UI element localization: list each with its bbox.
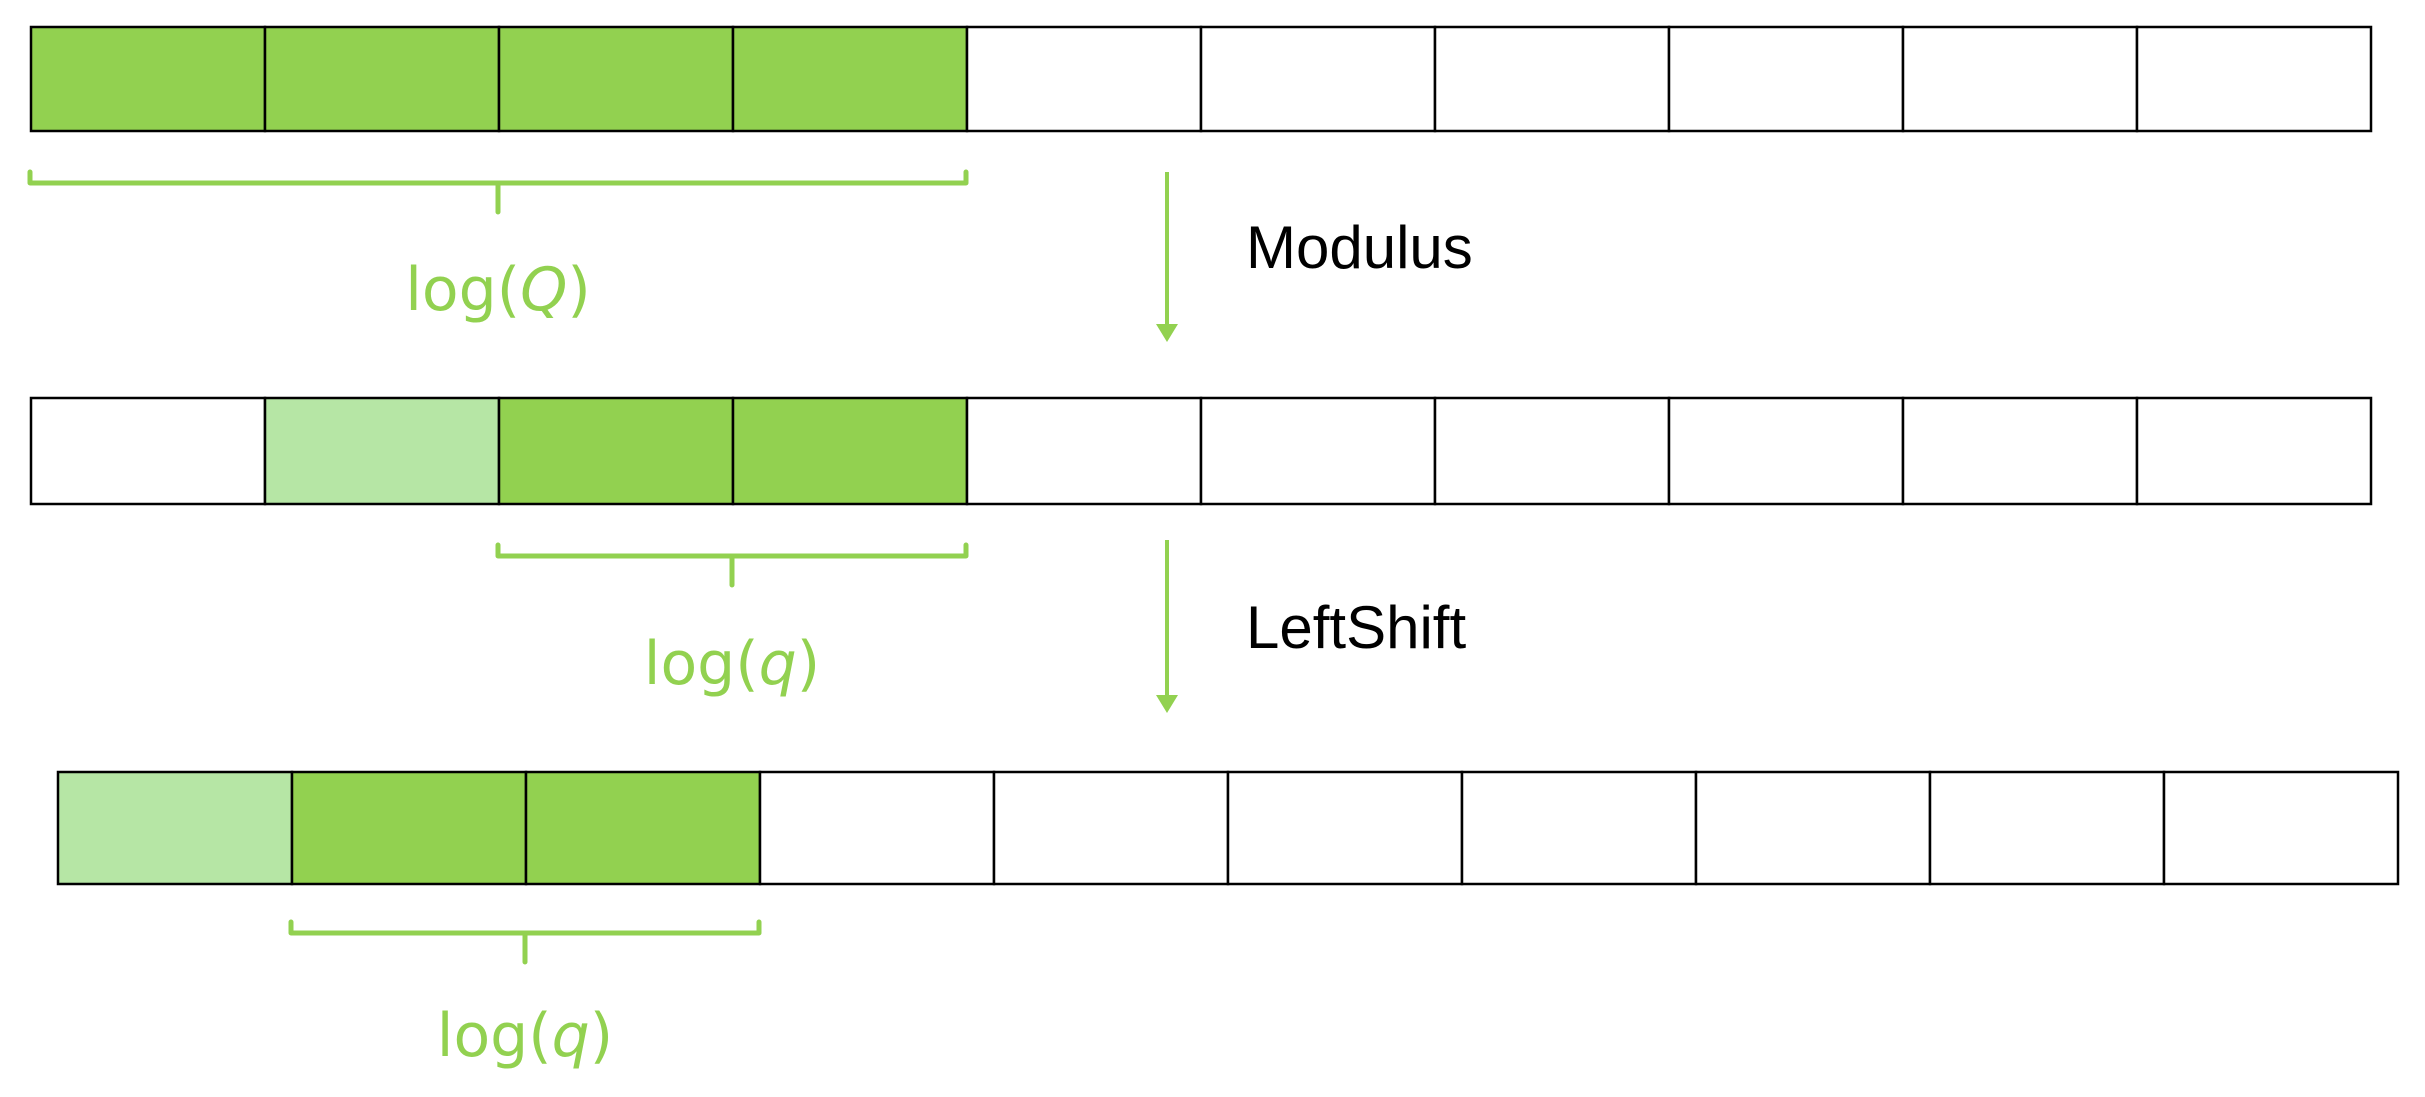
register-after-modulus xyxy=(29,396,2373,506)
brace-label: log(q) xyxy=(437,1001,613,1071)
bit-cell-strong xyxy=(497,25,735,133)
registers xyxy=(29,25,2400,886)
bit-cell-empty xyxy=(1460,770,1698,886)
brace-line xyxy=(27,169,969,215)
arrow-head xyxy=(1156,324,1178,342)
bit-cell-empty xyxy=(1667,396,1905,506)
bit-cell-empty xyxy=(965,396,1203,506)
brace-label-prefix: log( xyxy=(644,629,759,699)
brace-label-prefix: log( xyxy=(405,255,520,325)
bit-cell-empty xyxy=(758,770,996,886)
bit-cell-strong xyxy=(263,25,501,133)
bit-cell-empty xyxy=(992,770,1230,886)
brace-label-suffix: ) xyxy=(590,1001,613,1071)
bit-cell-empty xyxy=(1226,770,1464,886)
bit-cell-empty xyxy=(1433,25,1671,133)
bit-cell-empty xyxy=(965,25,1203,133)
register-after-leftshift xyxy=(56,770,2400,886)
brace-label-prefix: log( xyxy=(437,1001,552,1071)
brace-label-variable: q xyxy=(759,629,797,699)
brace-line xyxy=(288,919,762,965)
brace-label: log(Q) xyxy=(405,255,591,325)
bit-cell-empty xyxy=(1901,396,2139,506)
brace-log-q-leftshift: log(q) xyxy=(288,919,762,1071)
operation-modulus-label: Modulus xyxy=(1246,214,1473,281)
bit-cell-strong xyxy=(290,770,528,886)
brace-label: log(q) xyxy=(644,629,820,699)
bit-cell-light xyxy=(263,396,501,506)
bit-cell-strong xyxy=(29,25,267,133)
bit-cell-strong xyxy=(497,396,735,506)
braces: log(Q)log(q)log(q) xyxy=(27,169,969,1071)
bit-cell-empty xyxy=(29,396,267,506)
brace-label-suffix: ) xyxy=(797,629,820,699)
bit-cell-empty xyxy=(1433,396,1671,506)
bit-cell-empty xyxy=(1694,770,1932,886)
bit-cell-empty xyxy=(1667,25,1905,133)
operation-leftshift-label: LeftShift xyxy=(1246,594,1466,661)
bit-cell-empty xyxy=(2135,396,2373,506)
bit-cell-empty xyxy=(1901,25,2139,133)
brace-label-variable: q xyxy=(552,1001,590,1071)
bit-cell-empty xyxy=(1199,396,1437,506)
brace-label-suffix: ) xyxy=(567,255,590,325)
bit-cell-empty xyxy=(1199,25,1437,133)
bit-cell-empty xyxy=(2162,770,2400,886)
bit-cell-strong xyxy=(524,770,762,886)
arrows xyxy=(1156,172,1178,713)
bit-cell-empty xyxy=(1928,770,2166,886)
bit-cell-empty xyxy=(2135,25,2373,133)
bit-cell-strong xyxy=(731,25,969,133)
register-original xyxy=(29,25,2373,133)
brace-label-variable: Q xyxy=(520,255,567,325)
bit-cell-strong xyxy=(731,396,969,506)
down-arrow-icon xyxy=(1156,172,1178,342)
brace-log-q-modulus: log(q) xyxy=(495,542,969,699)
bit-cell-light xyxy=(56,770,294,886)
down-arrow-icon xyxy=(1156,540,1178,713)
brace-log-Q: log(Q) xyxy=(27,169,969,325)
brace-line xyxy=(495,542,969,588)
arrow-head xyxy=(1156,695,1178,713)
